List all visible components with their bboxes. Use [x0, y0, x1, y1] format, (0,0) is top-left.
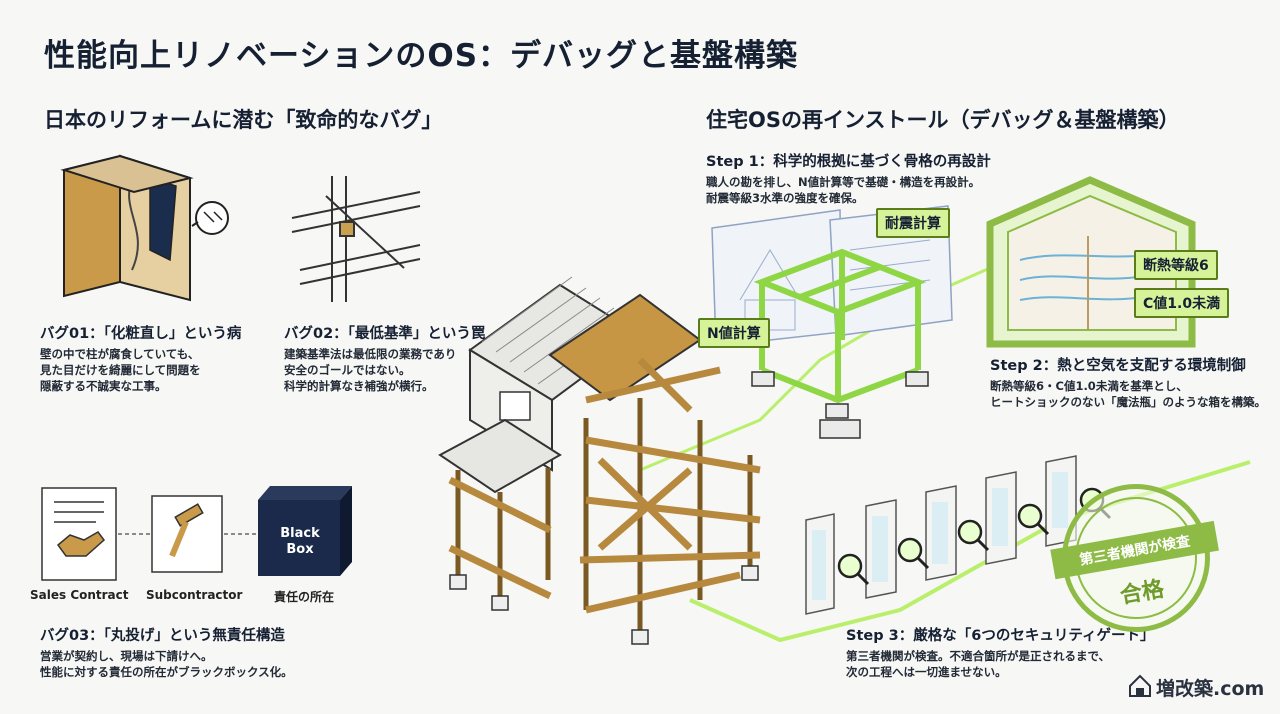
step1-title: Step 1：科学的根拠に基づく骨格の再設計 [706, 154, 991, 170]
flow-label-sales-contract: Sales Contract [30, 588, 129, 602]
bug01-title: バグ01：「化粧直し」という病 [40, 326, 242, 342]
progress-flow-line [639, 266, 991, 472]
contract-flow-illustration [41, 486, 352, 581]
step3-title: Step 3：厳格な「6つのセキュリティゲート」 [846, 628, 1155, 644]
bug01-text: 壁の中で柱が腐食していても、 見た目だけを綺麗にして問題を 隠蔽する不誠実な工事… [40, 347, 201, 393]
bug03-title: バグ03：「丸投げ」という無責任構造 [40, 628, 285, 644]
tag-c-value: C値1.0未満 [1134, 288, 1230, 318]
house-logo-icon [1129, 674, 1151, 697]
step1-text: 職人の勘を排し、N値計算等で基礎・構造を再設計。 耐震等級3水準の強度を確保。 [706, 175, 981, 205]
bug03-text: 営業が契約し、現場は下請けへ。 性能に対する責任の所在がブラックボックス化。 [40, 649, 293, 679]
tag-n-value-calc: N値計算 [698, 318, 770, 348]
wall-decay-illustration [60, 154, 229, 302]
tag-seismic-calc: 耐震計算 [876, 208, 950, 238]
step2-text: 断熱等級6・C値1.0未満を基準とし、 ヒートショックのない「魔法瓶」のような箱… [990, 379, 1266, 409]
step2-title: Step 2：熱と空気を支配する環境制御 [990, 358, 1246, 374]
structure-calc-illustration [711, 205, 953, 439]
weak-joint-illustration [291, 176, 421, 302]
tag-insulation-grade: 断熱等級6 [1134, 250, 1218, 280]
bug02-title: バグ02：「最低基準」という罠 [284, 326, 486, 342]
step3-text: 第三者機関が検査。不適合箇所が是正されるまで、 次の工程へは一切進ませない。 [846, 649, 1111, 679]
right-section-heading: 住宅OSの再インストール（デバッグ＆基盤構築） [706, 108, 1180, 132]
flow-label-responsibility: 責任の所在 [274, 590, 335, 604]
security-gates-illustration [805, 455, 1112, 615]
site-logo-text: 増改築.com [1156, 678, 1265, 700]
flow-label-subcontractor: Subcontractor [146, 588, 243, 602]
left-section-heading: 日本のリフォームに潜む「致命的なバグ」 [44, 108, 443, 132]
bug02-text: 建築基準法は最低限の業務であり 安全のゴールではない。 科学的計算なき補強が横行… [284, 347, 457, 393]
site-logo: 増改築.com [1156, 674, 1264, 701]
page-title: 性能向上リノベーションのOS：デバッグと基盤構築 [44, 38, 799, 74]
black-box-label: Black Box [280, 526, 320, 557]
house-frame-illustration [438, 276, 761, 645]
